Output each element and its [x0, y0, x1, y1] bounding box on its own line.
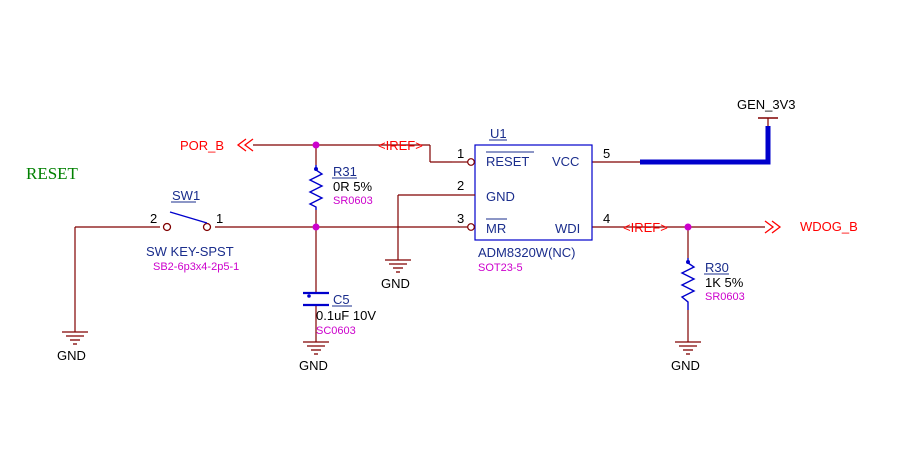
- u1-pin2-num: 2: [457, 178, 464, 193]
- u1-pin2-name: GND: [486, 189, 515, 204]
- gnd-symbol-r30: GND: [671, 341, 701, 373]
- por-b-port[interactable]: POR_B: [180, 138, 254, 153]
- c5-capacitor[interactable]: C5 0.1uF 10V SC0603: [303, 291, 376, 337]
- r30-resistor[interactable]: R30 1K 5% SR0603: [680, 258, 745, 310]
- c5-ref: C5: [333, 292, 350, 307]
- sw1-switch[interactable]: SW1 2 1 SW KEY-SPST SB2-6p3x4-2p5-1: [146, 188, 239, 273]
- u1-pin1-num: 1: [457, 146, 464, 161]
- gnd-label-u1: GND: [381, 276, 410, 291]
- u1-pin3-name: MR: [486, 221, 506, 236]
- iref-label-top: <IREF>: [378, 138, 423, 153]
- gnd-label-r30: GND: [671, 358, 700, 373]
- sw1-pin-right: 1: [216, 211, 223, 226]
- r31-value: 0R 5%: [333, 179, 372, 194]
- u1-pin5-num: 5: [603, 146, 610, 161]
- r30-footprint: SR0603: [705, 291, 745, 303]
- u1-ref: U1: [490, 126, 507, 141]
- r31-footprint: SR0603: [333, 195, 373, 207]
- gnd-symbol-sw1: GND: [57, 331, 88, 363]
- iref-label-right: <IREF>: [623, 220, 668, 235]
- gen-3v3-power-bus: [640, 126, 771, 165]
- u1-pin3-num: 3: [457, 211, 464, 226]
- u1-pin4-num: 4: [603, 211, 610, 226]
- gnd-label-sw1: GND: [57, 348, 86, 363]
- gnd-symbol-c5: GND: [299, 341, 329, 373]
- gen-3v3-label: GEN_3V3: [737, 97, 796, 112]
- gnd-symbol-u1: GND: [381, 259, 411, 291]
- wdog-b-label: WDOG_B: [800, 219, 858, 234]
- junction-dots: [312, 141, 692, 231]
- sw1-value: SW KEY-SPST: [146, 244, 234, 259]
- gen-3v3-power-flag[interactable]: GEN_3V3: [737, 97, 796, 119]
- gnd-label-c5: GND: [299, 358, 328, 373]
- u1-pin1-name: RESET: [486, 154, 529, 169]
- u1-package: SOT23-5: [478, 262, 523, 274]
- r30-ref: R30: [705, 260, 729, 275]
- c5-footprint: SC0603: [316, 325, 356, 337]
- wires: [74, 118, 769, 342]
- c5-value: 0.1uF 10V: [316, 308, 376, 323]
- r31-resistor[interactable]: R31 0R 5% SR0603: [308, 164, 373, 210]
- sw1-pin-left: 2: [150, 211, 157, 226]
- r31-ref: R31: [333, 164, 357, 179]
- sheet-title: RESET: [26, 164, 79, 183]
- wdog-b-port[interactable]: WDOG_B: [764, 219, 858, 234]
- u1-component[interactable]: U1 ADM8320W(NC) SOT23-5 1 RESET 2 GND 3 …: [452, 126, 610, 274]
- por-b-label: POR_B: [180, 138, 224, 153]
- u1-pin4-name: WDI: [555, 221, 580, 236]
- sw1-ref: SW1: [172, 188, 200, 203]
- u1-pin5-name: VCC: [552, 154, 579, 169]
- sw1-footprint: SB2-6p3x4-2p5-1: [153, 261, 239, 273]
- u1-part: ADM8320W(NC): [478, 245, 576, 260]
- r30-value: 1K 5%: [705, 275, 744, 290]
